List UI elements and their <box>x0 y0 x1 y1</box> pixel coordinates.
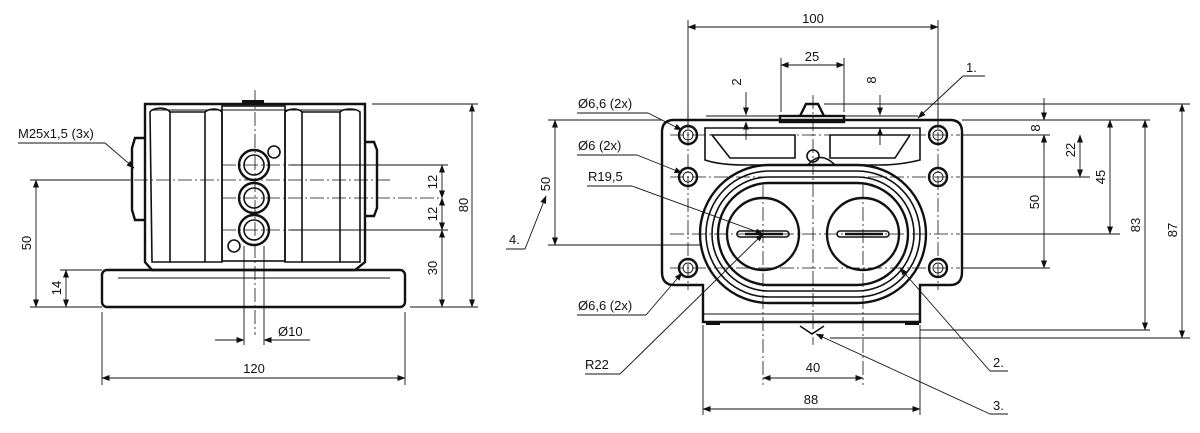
dim-dia10: Ø10 <box>278 324 303 339</box>
dim-12-upper: 12 <box>425 175 440 189</box>
hole-mid-label: Ø6 (2x) <box>578 138 621 153</box>
dim-88: 88 <box>804 392 818 407</box>
hole-top-label: Ø6,6 (2x) <box>578 96 632 111</box>
right-thread-boss <box>365 140 379 218</box>
front-housing <box>660 118 964 324</box>
thread-label: M25x1,5 (3x) <box>18 126 94 141</box>
callout-3: 3. <box>993 398 1004 413</box>
dim-87: 87 <box>1165 223 1180 237</box>
callout-1: 1. <box>966 60 977 75</box>
dim-12-lower: 12 <box>425 207 440 221</box>
dim-100: 100 <box>802 11 824 26</box>
dim-50-right: 50 <box>1027 195 1042 209</box>
base-plate <box>100 268 407 309</box>
dim-50-front-left: 50 <box>538 177 553 191</box>
dim-8-right: 8 <box>1028 124 1043 131</box>
radius-outer-label: R22 <box>585 357 609 372</box>
left-view: 80 30 12 12 50 14 M25x1,5 (3x) Ø10 <box>18 90 478 385</box>
callout-2: 2. <box>993 355 1004 370</box>
callout-4: 4. <box>509 232 520 247</box>
dim-25: 25 <box>805 49 819 64</box>
dim-30: 30 <box>425 261 440 275</box>
dim-50-left: 50 <box>19 236 34 250</box>
right-view: 100 25 2 8 8 22 45 50 83 87 <box>506 11 1190 415</box>
dim-45: 45 <box>1093 170 1108 184</box>
dim-22: 22 <box>1063 143 1078 157</box>
dim-2: 2 <box>729 78 744 85</box>
dim-80: 80 <box>456 198 471 212</box>
hole-bottom-label: Ø6,6 (2x) <box>578 298 632 313</box>
dim-8-top: 8 <box>864 76 879 83</box>
dim-40: 40 <box>806 360 820 375</box>
stacked-holes <box>237 148 271 247</box>
dim-120: 120 <box>243 361 265 376</box>
housing-body <box>143 102 367 272</box>
dim-14: 14 <box>49 281 64 295</box>
radius-inner-label: R19,5 <box>588 169 623 184</box>
dim-83: 83 <box>1128 218 1143 232</box>
left-thread-boss <box>130 136 145 222</box>
